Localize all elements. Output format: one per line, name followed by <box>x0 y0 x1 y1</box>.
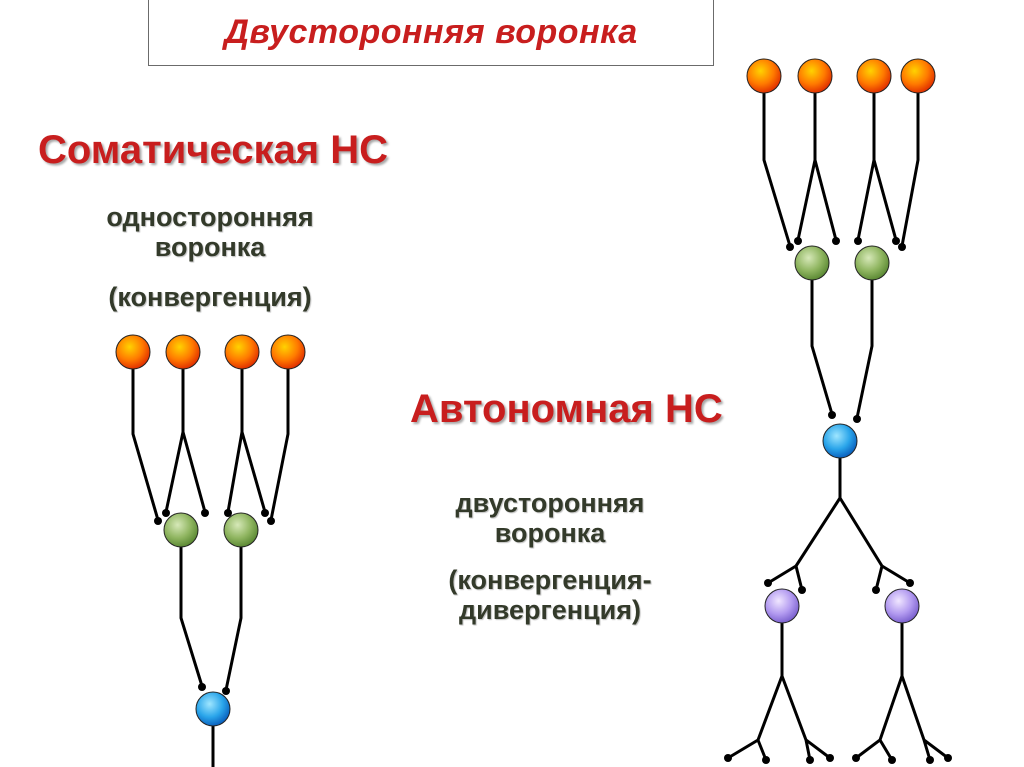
title-box: Двусторонняя воронка <box>148 0 714 66</box>
somatic-orange-neuron-4 <box>270 334 306 370</box>
autonomic-blue-neuron <box>822 423 858 459</box>
autonomic-line-4: дивергенция) <box>459 595 641 625</box>
somatic-neurons <box>115 334 306 727</box>
somatic-synapses <box>154 509 275 695</box>
autonomic-axon-6 <box>855 280 874 419</box>
somatic-orange-neuron-3 <box>224 334 260 370</box>
autonomic-axon-8 <box>727 622 831 761</box>
somatic-line-3: (конвергенция) <box>108 282 312 312</box>
autonomic-line-1: двусторонняя <box>455 488 645 518</box>
somatic-funnel <box>131 368 290 767</box>
autonomic-branch-left <box>767 564 804 591</box>
somatic-axon-1 <box>131 368 160 521</box>
somatic-axon-6 <box>224 546 243 691</box>
somatic-description: односторонняя воронка <box>60 202 360 262</box>
somatic-line-1: односторонняя <box>106 202 314 232</box>
autonomic-heading: Автономная НС <box>410 387 723 431</box>
autonomic-line-3: (конвергенция- <box>448 565 652 595</box>
autonomic-green-neuron-2 <box>854 245 890 281</box>
page-title: Двусторонняя воронка <box>224 13 638 51</box>
somatic-blue-neuron <box>195 691 231 727</box>
somatic-axon-5 <box>179 546 204 687</box>
autonomic-axon-4 <box>900 92 920 247</box>
autonomic-synapses <box>724 237 952 764</box>
autonomic-description-2: (конвергенция- дивергенция) <box>400 565 700 625</box>
autonomic-axon-5 <box>810 280 834 415</box>
autonomic-violet-neuron-2 <box>884 588 920 624</box>
somatic-axon-3 <box>226 368 267 513</box>
autonomic-axon-7 <box>794 458 884 567</box>
somatic-orange-neuron-2 <box>165 334 201 370</box>
autonomic-axon-2 <box>796 92 838 241</box>
autonomic-funnel <box>727 92 949 761</box>
autonomic-orange-neuron-2 <box>797 58 833 94</box>
autonomic-orange-neuron-4 <box>900 58 936 94</box>
autonomic-axon-9 <box>855 622 949 761</box>
autonomic-axon-1 <box>762 92 792 247</box>
autonomic-axon-3 <box>856 92 898 241</box>
somatic-green-neuron-2 <box>223 512 259 548</box>
autonomic-branch-right <box>874 564 911 591</box>
autonomic-orange-neuron-3 <box>856 58 892 94</box>
somatic-axon-4 <box>269 368 290 521</box>
autonomic-description: двусторонняя воронка <box>400 488 700 548</box>
autonomic-violet-neuron-1 <box>764 588 800 624</box>
autonomic-green-neuron-1 <box>794 245 830 281</box>
somatic-heading: Соматическая НС <box>38 128 388 172</box>
somatic-line-2: воронка <box>154 232 266 262</box>
autonomic-neurons <box>746 58 936 624</box>
somatic-green-neuron-1 <box>163 512 199 548</box>
autonomic-orange-neuron-1 <box>746 58 782 94</box>
somatic-axon-2 <box>164 368 207 513</box>
autonomic-line-2: воронка <box>494 518 606 548</box>
somatic-orange-neuron-1 <box>115 334 151 370</box>
